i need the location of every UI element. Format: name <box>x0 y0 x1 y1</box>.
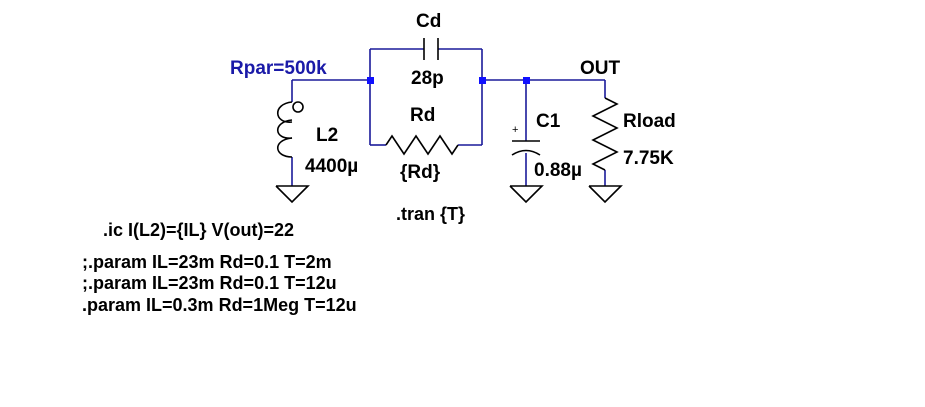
rd-name-label: Rd <box>410 105 435 126</box>
c1-name-label: C1 <box>536 111 561 132</box>
junction-right <box>479 77 486 84</box>
param-directive-2[interactable]: ;.param IL=23m Rd=0.1 T=12u <box>82 273 337 293</box>
rload-value-label: 7.75K <box>623 148 674 169</box>
resistor-rd-symbol[interactable] <box>385 134 459 156</box>
capacitor-cd-symbol[interactable] <box>423 38 439 60</box>
junction-c1 <box>523 77 530 84</box>
rload-name-label: Rload <box>623 111 676 132</box>
c1-plus-mark: + <box>512 124 518 136</box>
tran-directive[interactable]: .tran {T} <box>396 204 465 224</box>
junction-left <box>367 77 374 84</box>
rpar-net-label: Rpar=500k <box>230 58 327 79</box>
ground-icon-c1 <box>509 185 544 204</box>
ic-directive[interactable]: .ic I(L2)={IL} V(out)=22 <box>103 220 294 240</box>
c1-value-label: 0.88µ <box>534 160 582 181</box>
cd-value-label: 28p <box>411 68 444 89</box>
inductor-l2-symbol[interactable] <box>276 101 304 158</box>
param-directive-1[interactable]: ;.param IL=23m Rd=0.1 T=2m <box>82 252 332 272</box>
cd-name-label: Cd <box>416 11 441 32</box>
out-net-label: OUT <box>580 58 621 79</box>
ground-icon-l2 <box>275 185 310 204</box>
capacitor-c1-symbol[interactable] <box>511 140 541 156</box>
l2-name-label: L2 <box>316 125 338 146</box>
ground-icon-rload <box>588 185 623 204</box>
rd-value-label: {Rd} <box>400 162 441 183</box>
wires <box>291 48 606 186</box>
param-directive-3[interactable]: .param IL=0.3m Rd=1Meg T=12u <box>82 295 357 315</box>
resistor-rload-symbol[interactable] <box>591 97 619 171</box>
l2-value-label: 4400µ <box>305 156 358 177</box>
